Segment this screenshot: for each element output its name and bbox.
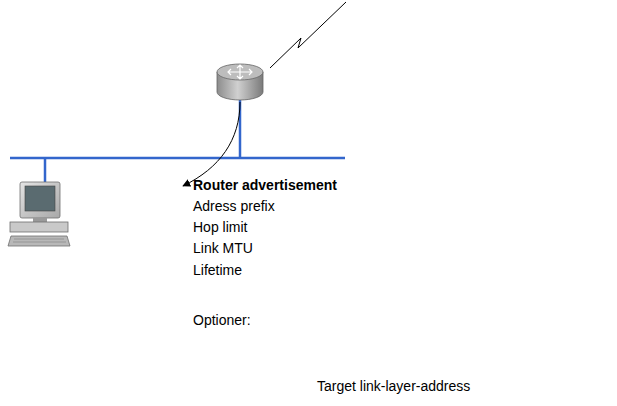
wan-link xyxy=(270,2,346,68)
message-field: Optioner: xyxy=(193,312,251,328)
advertisement-arrow xyxy=(183,102,240,186)
message-field: Lifetime xyxy=(193,262,242,278)
host-drop xyxy=(44,158,47,182)
message-field: Adress prefix xyxy=(193,198,275,214)
lan-segment xyxy=(10,157,345,160)
message-field: Hop limit xyxy=(193,219,247,235)
message-field: Link MTU xyxy=(193,240,253,256)
computer-icon xyxy=(8,182,70,246)
message-field: Target link-layer-address xyxy=(317,378,470,394)
message-title: Router advertisement xyxy=(193,177,337,193)
router-symbol xyxy=(217,64,263,100)
